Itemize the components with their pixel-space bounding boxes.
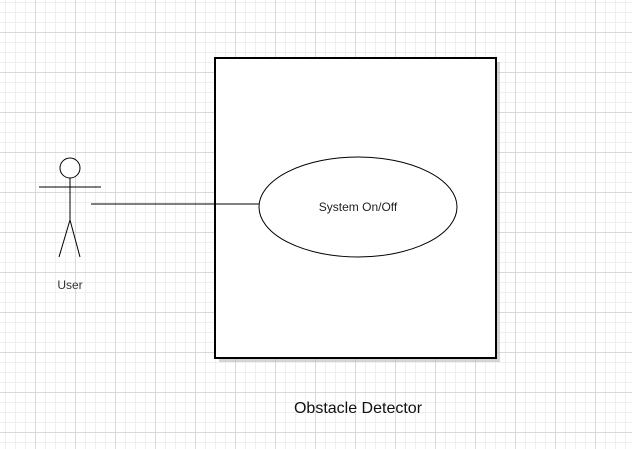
- use-case-system-on-off[interactable]: System On/Off: [258, 156, 458, 258]
- actor-head: [59, 157, 81, 179]
- system-boundary-title: Obstacle Detector: [294, 400, 423, 417]
- actor-user[interactable]: [39, 157, 101, 258]
- actor-left-leg: [58, 219, 71, 258]
- actor-right-leg: [69, 219, 81, 258]
- use-case-label: System On/Off: [319, 200, 398, 214]
- use-case-ellipse[interactable]: [258, 156, 458, 258]
- actor-label: User: [57, 278, 82, 292]
